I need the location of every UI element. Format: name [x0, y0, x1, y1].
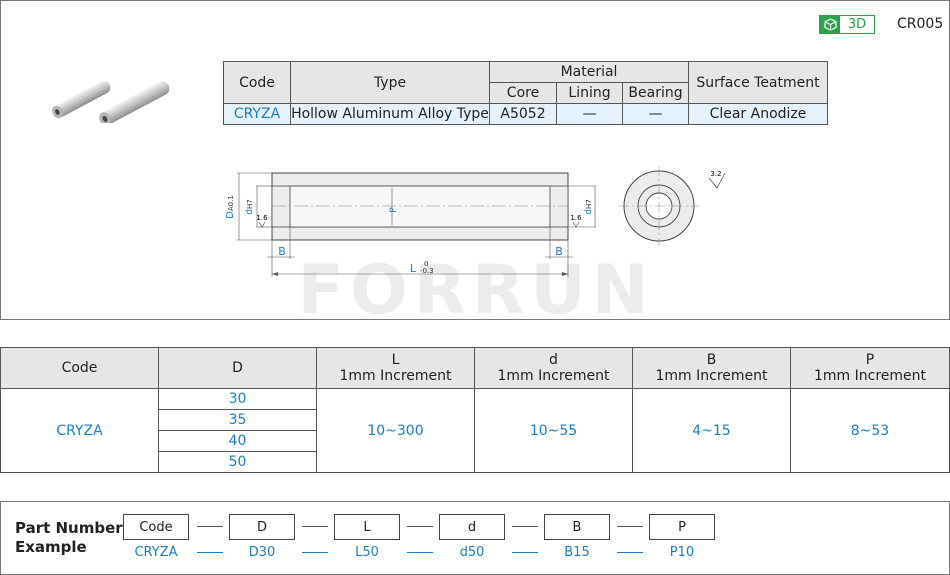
row-type: Hollow Aluminum Alloy Type: [290, 103, 490, 125]
svg-text:dH7: dH7: [584, 199, 594, 214]
pn-separator: [302, 526, 328, 527]
pn-separator: [617, 526, 643, 527]
dim-D-tol: A0.1: [227, 195, 235, 211]
dim-B-right: B: [555, 245, 563, 258]
header-lining: Lining: [556, 82, 623, 104]
dim-L-range: 10~300: [316, 388, 475, 473]
pn-value-separator: [197, 552, 223, 553]
part-number-title: Part Number Example: [15, 519, 123, 557]
dim-header-P-sub: 1mm Increment: [813, 368, 926, 384]
dim-header-d: d 1mm Increment: [474, 347, 633, 389]
pn-value-d: d50: [459, 545, 485, 560]
pn-separator: [197, 526, 223, 527]
spec-table: Code Type Material Surface Teatment Core…: [223, 61, 828, 125]
pn-separator: [407, 526, 433, 527]
dim-L: L: [410, 262, 417, 275]
dimension-table: Code D L 1mm Increment d 1mm Increment B…: [0, 347, 950, 473]
row-core: A5052: [489, 103, 557, 125]
dim-row-code: CRYZA: [0, 388, 159, 473]
technical-drawing: FORRUN DA0.1 dH7 1.6 dH7 1.6 P B: [225, 166, 726, 316]
pn-value-separator: [407, 552, 433, 553]
dim-header-L-title: L: [391, 352, 400, 368]
pn-value-D: D30: [248, 545, 276, 560]
dim-header-B-title: B: [706, 352, 717, 368]
header-material: Material: [489, 61, 689, 83]
dim-header-P: P 1mm Increment: [790, 347, 950, 389]
row-lining: —: [556, 103, 623, 125]
dim-L-lower: -0.3: [420, 267, 434, 275]
dim-D-value: 30: [158, 388, 317, 410]
pn-value-L: L50: [355, 545, 379, 560]
pn-value-separator: [617, 552, 643, 553]
pn-value-separator: [512, 552, 538, 553]
3d-model-button[interactable]: 3D: [819, 15, 875, 34]
header-type: Type: [290, 61, 490, 104]
part-number-title-line2: Example: [15, 538, 87, 556]
3d-label: 3D: [847, 17, 867, 32]
dim-B-range: 4~15: [632, 388, 791, 473]
pn-field-B: B: [544, 514, 610, 540]
svg-text:dH7: dH7: [245, 199, 255, 214]
part-number-title-line1: Part Number: [15, 519, 123, 537]
roughness-right: 1.6: [570, 214, 582, 222]
header-core: Core: [489, 82, 557, 104]
dim-d-right: d: [584, 209, 594, 215]
pn-value-P: P10: [669, 545, 695, 560]
dim-header-d-title: d: [549, 352, 558, 368]
dim-header-D: D: [158, 347, 317, 389]
dim-header-d-sub: 1mm Increment: [497, 368, 610, 384]
dim-D-value: 50: [158, 451, 317, 473]
pn-value-code: CRYZA: [134, 545, 178, 560]
dim-P: P: [389, 207, 399, 213]
pn-value-B: B15: [564, 545, 590, 560]
dim-header-B-sub: 1mm Increment: [655, 368, 768, 384]
dim-header-P-title: P: [865, 352, 875, 368]
dim-header-B: B 1mm Increment: [632, 347, 791, 389]
header-code: Code: [223, 61, 291, 104]
dim-D-value: 35: [158, 409, 317, 431]
forrun-watermark: FORRUN: [297, 251, 654, 316]
product-panel: 3D CR005 Code Type Material Surface Teat…: [0, 0, 950, 320]
dim-D-value: 40: [158, 430, 317, 452]
dim-d-left-tol: H7: [246, 199, 254, 209]
pn-field-D: D: [229, 514, 295, 540]
dim-D: D: [225, 211, 236, 219]
dim-L-upper: 0: [424, 260, 428, 268]
product-code: CR005: [897, 16, 944, 32]
roughness-end: 3.2: [710, 170, 721, 178]
pn-field-P: P: [649, 514, 715, 540]
product-photo: [52, 80, 170, 123]
row-code: CRYZA: [223, 103, 291, 125]
pn-separator: [512, 526, 538, 527]
svg-text:DA0.1: DA0.1: [225, 195, 236, 219]
dim-d-right-tol: H7: [585, 199, 593, 209]
cube-icon: [820, 16, 840, 33]
dim-d-range: 10~55: [474, 388, 633, 473]
row-bearing: —: [622, 103, 689, 125]
dim-header-L: L 1mm Increment: [316, 347, 475, 389]
dim-P-range: 8~53: [790, 388, 950, 473]
dim-header-L-sub: 1mm Increment: [339, 368, 452, 384]
row-surface: Clear Anodize: [688, 103, 828, 125]
roughness-left: 1.6: [256, 214, 268, 222]
dim-d-left: d: [245, 209, 255, 215]
pn-field-d: d: [439, 514, 505, 540]
header-surface: Surface Teatment: [688, 61, 828, 104]
pn-value-separator: [302, 552, 328, 553]
header-bearing: Bearing: [622, 82, 689, 104]
pn-field-L: L: [334, 514, 400, 540]
dim-B-left: B: [278, 245, 286, 258]
pn-field-code: Code: [123, 514, 189, 540]
dim-header-code: Code: [0, 347, 159, 389]
